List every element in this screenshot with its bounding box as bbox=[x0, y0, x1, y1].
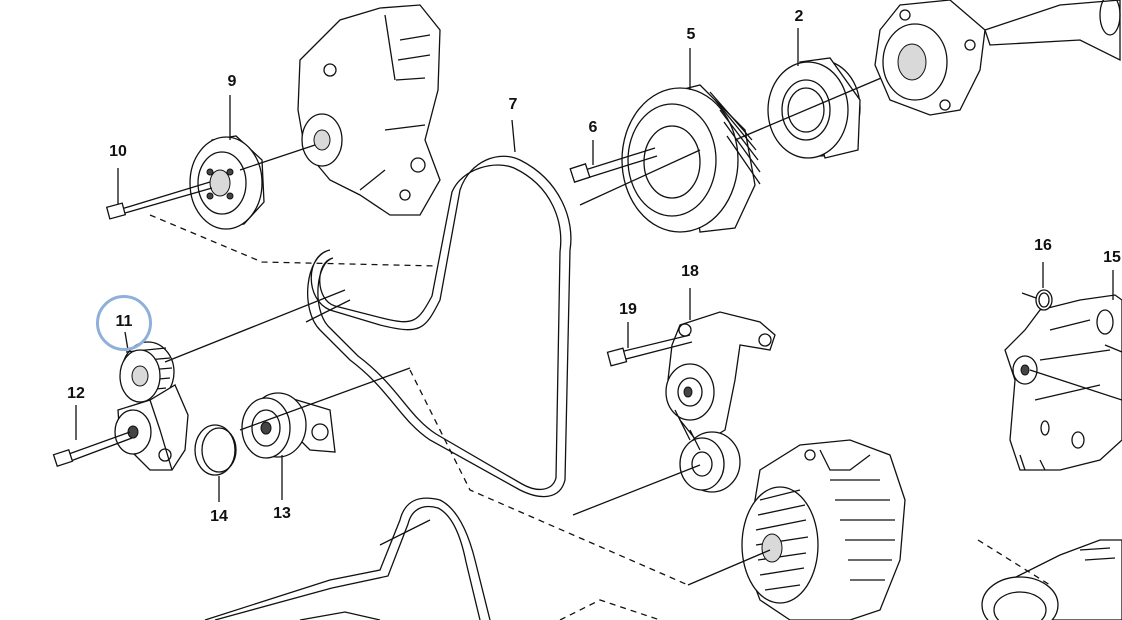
idler-pulley-13 bbox=[241, 392, 336, 459]
belt-7 bbox=[307, 155, 572, 498]
callout-7: 7 bbox=[508, 96, 518, 113]
callout-10: 10 bbox=[109, 143, 127, 160]
leader-11-axis bbox=[164, 289, 346, 363]
callout-14: 14 bbox=[210, 508, 228, 525]
water-pump-housing bbox=[297, 4, 441, 216]
leader-lower-belt bbox=[379, 519, 431, 546]
callout-18: 18 bbox=[681, 263, 699, 280]
leader-9-axis bbox=[239, 144, 316, 171]
dashed-link-alt bbox=[409, 369, 689, 586]
callout-12: 12 bbox=[67, 385, 85, 402]
callout-9: 9 bbox=[227, 73, 237, 90]
callout-5: 5 bbox=[686, 26, 696, 43]
bolt-10 bbox=[105, 168, 213, 220]
tensioner-18 bbox=[665, 311, 776, 493]
hub-flange bbox=[874, 0, 1121, 116]
leader-5-axis bbox=[579, 149, 701, 206]
bracket-15 bbox=[1004, 294, 1122, 471]
bolt-12 bbox=[52, 405, 133, 467]
callout-6: 6 bbox=[588, 119, 598, 136]
leader-11 bbox=[124, 331, 129, 351]
callout-11: 11 bbox=[115, 313, 133, 330]
pulley-9 bbox=[189, 135, 265, 230]
leader-7 bbox=[511, 119, 516, 153]
callout-16: 16 bbox=[1034, 237, 1052, 254]
bolt-6 bbox=[569, 140, 658, 183]
leader-16-axis bbox=[1104, 344, 1122, 353]
dashed-link-compressor bbox=[977, 539, 1051, 586]
alternator bbox=[741, 439, 906, 620]
lower-belt bbox=[204, 497, 491, 620]
callout-2: 2 bbox=[794, 8, 804, 25]
cap-14 bbox=[194, 424, 237, 476]
callout-13: 13 bbox=[273, 505, 291, 522]
callout-19: 19 bbox=[619, 301, 637, 318]
ac-compressor bbox=[981, 539, 1122, 620]
callout-15: 15 bbox=[1103, 249, 1121, 266]
leader-belt-ref bbox=[305, 299, 351, 323]
tensioner-bracket-12 bbox=[114, 384, 189, 471]
leader-2-axis bbox=[734, 69, 901, 141]
dashed-link-9 bbox=[149, 214, 439, 267]
dashed-link-lower bbox=[559, 599, 661, 620]
leader-13-axis bbox=[239, 367, 411, 431]
leader-15-axis bbox=[1029, 369, 1122, 401]
crank-pulley-5 bbox=[621, 84, 761, 233]
seal-16 bbox=[1021, 289, 1053, 311]
leader-18-axis bbox=[572, 464, 701, 516]
bolt-19 bbox=[606, 322, 693, 367]
leader-alt-axis bbox=[687, 549, 771, 586]
damper-2 bbox=[767, 57, 861, 159]
